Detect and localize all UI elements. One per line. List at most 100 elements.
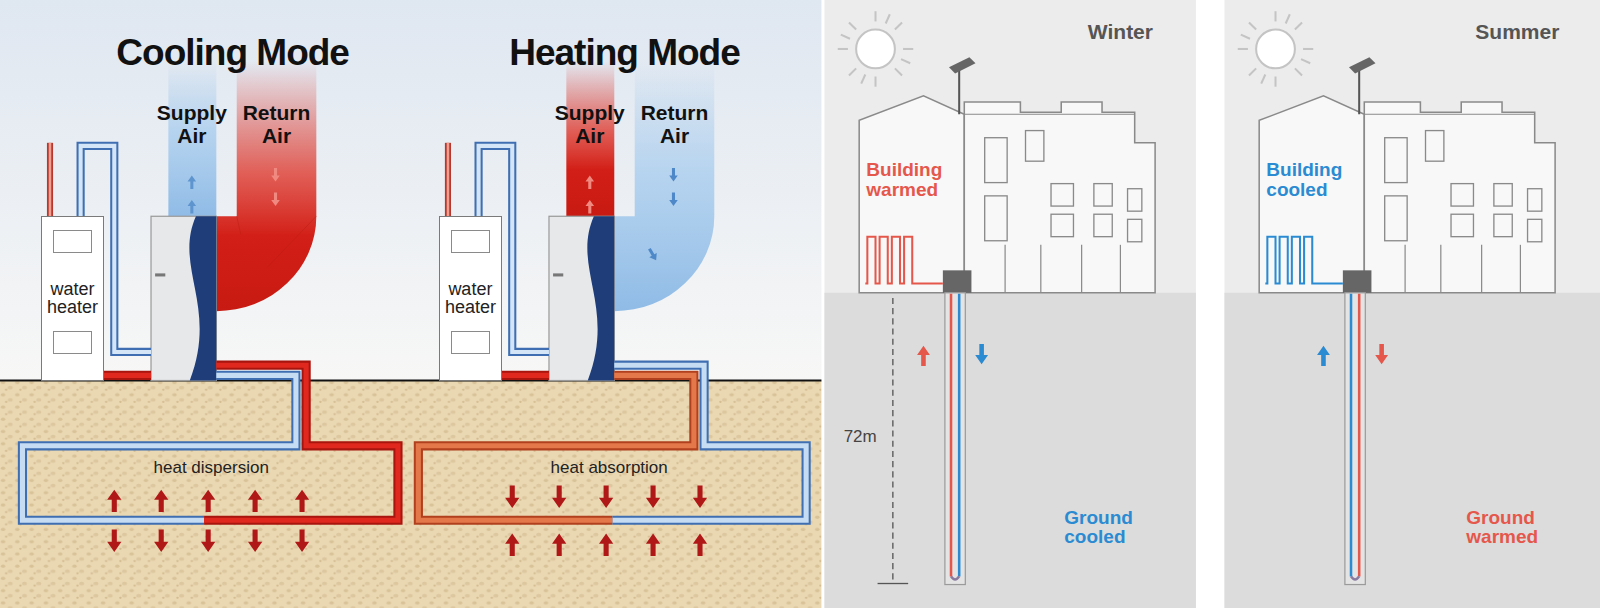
summer-panel	[1238, 11, 1555, 584]
loop-label: heat absorption	[551, 459, 668, 477]
summer-panel	[1224, 0, 1600, 608]
air-flow-arrow	[188, 175, 197, 188]
summer-panel	[1265, 237, 1343, 284]
heat-arrow	[107, 490, 121, 512]
tank-label: water heater	[47, 280, 98, 318]
ground-label: Ground cooled	[1064, 508, 1133, 548]
summer-panel	[1358, 294, 1361, 577]
heat-arrow	[295, 490, 309, 512]
winter-panel	[950, 294, 953, 577]
tank-panel	[451, 331, 490, 354]
red-pipe	[204, 365, 398, 520]
heat-arrow	[646, 486, 660, 508]
air-label: Return Air	[243, 102, 311, 146]
air-label: Return Air	[641, 102, 709, 146]
heat-arrow	[599, 486, 613, 508]
tank-panel	[451, 230, 490, 253]
water-heater-tank: water heater	[439, 216, 502, 380]
heat-arrow	[201, 490, 215, 512]
heat-arrow	[552, 534, 566, 556]
heat-pump-unit	[553, 273, 563, 276]
air-flow-arrow	[188, 200, 197, 213]
heat-arrow	[154, 490, 168, 512]
winter-panel	[958, 294, 961, 577]
water-heater-tank: water heater	[41, 216, 104, 380]
heat-arrow	[295, 529, 309, 551]
loop-label: heat dispersion	[154, 459, 269, 477]
air-flow-arrow	[271, 193, 280, 206]
blue-pipe	[22, 375, 295, 520]
red-pipe	[204, 365, 398, 520]
heat-pump-unit	[587, 216, 614, 380]
summer-panel	[1317, 346, 1330, 366]
tank-label: water heater	[445, 280, 496, 318]
blue-pipe	[22, 375, 295, 520]
summer-panel	[1224, 0, 1600, 608]
air-label: Supply Air	[157, 102, 227, 146]
red-pipe	[50, 143, 694, 520]
return-duct	[216, 61, 316, 311]
heat-arrow	[505, 534, 519, 556]
depth-dimension: 72m	[844, 428, 877, 446]
winter-panel	[838, 11, 1155, 584]
air-flow-arrow	[271, 168, 280, 181]
season-title: Summer	[1475, 21, 1559, 43]
summer-panel	[1350, 294, 1353, 577]
air-flow-arrow	[646, 247, 660, 263]
heat-pump-unit	[151, 216, 216, 380]
air-flow-arrow	[669, 193, 678, 206]
heat-arrow	[248, 529, 262, 551]
supply-duct	[168, 61, 614, 216]
winter-panel	[892, 298, 893, 582]
heat-arrow	[154, 529, 168, 551]
summer-panel	[1351, 576, 1359, 579]
return-duct	[614, 61, 714, 311]
mode-title: Cooling Mode	[116, 34, 349, 73]
red-pipe	[418, 375, 694, 520]
air-flow-arrow	[669, 168, 678, 181]
heat-pump-unit	[549, 216, 614, 380]
heat-arrow	[552, 486, 566, 508]
ground-label: Ground warmed	[1466, 508, 1538, 548]
heat-arrow	[646, 534, 660, 556]
return-duct	[237, 216, 317, 267]
tank-panel	[53, 230, 92, 253]
mode-title: Heating Mode	[509, 34, 740, 73]
heat-arrow	[693, 486, 707, 508]
air-label: Supply Air	[555, 102, 625, 146]
season-title: Winter	[1088, 21, 1153, 43]
heat-pump-unit	[155, 273, 165, 276]
heat-arrow	[505, 486, 519, 508]
winter-panel	[917, 346, 930, 366]
red-pipe	[47, 143, 53, 216]
heat-pump-unit	[189, 216, 216, 380]
air-flow-arrow	[586, 200, 595, 213]
heat-arrow	[107, 486, 707, 556]
heat-arrow	[693, 534, 707, 556]
summer-panel	[1224, 293, 1600, 608]
winter-panel	[878, 583, 909, 584]
heat-arrow	[201, 529, 215, 551]
winter-panel	[975, 344, 988, 364]
winter-panel	[824, 0, 1195, 608]
summer-panel	[1375, 344, 1388, 364]
heat-arrow	[107, 529, 121, 551]
heat-arrow	[248, 490, 262, 512]
tank-panel	[53, 331, 92, 354]
heat-arrow	[599, 534, 613, 556]
red-pipe	[418, 375, 694, 520]
sky-background	[0, 0, 821, 381]
winter-panel	[951, 576, 959, 579]
red-pipe	[447, 143, 450, 216]
winter-panel	[824, 293, 1195, 608]
building-label: Building warmed	[866, 160, 942, 200]
red-pipe	[445, 143, 451, 216]
air-flow-arrow	[586, 175, 595, 188]
building-label: Building cooled	[1266, 160, 1342, 200]
blue-pipe	[22, 146, 806, 520]
winter-panel	[824, 0, 1195, 608]
sky-background	[0, 0, 821, 381]
winter-panel	[865, 237, 943, 284]
